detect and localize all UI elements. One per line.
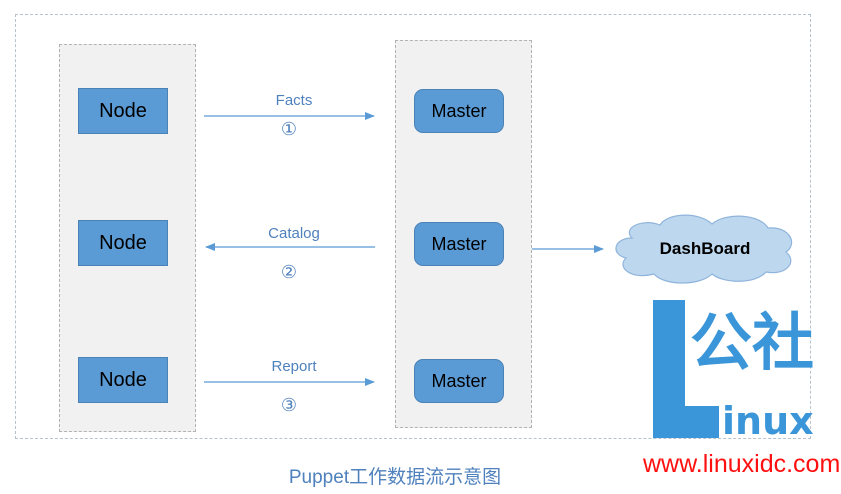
step-3-number: ③: [280, 395, 298, 416]
report-label: Report: [271, 358, 317, 375]
watermark-chinese: 公社: [690, 306, 815, 379]
node-box-1: Node: [78, 88, 168, 134]
node-box-3: Node: [78, 357, 168, 403]
catalog-label: Catalog: [268, 225, 320, 242]
watermark-suffix: inux: [722, 399, 814, 443]
node-box-2: Node: [78, 220, 168, 266]
master-box-2: Master: [414, 222, 504, 266]
dashboard-cloud: [615, 214, 792, 284]
step-2-number: ②: [280, 262, 298, 283]
master-box-3: Master: [414, 359, 504, 403]
watermark-url: www.linuxidc.com: [643, 450, 841, 478]
facts-label: Facts: [275, 92, 313, 109]
diagram-frame: [15, 14, 811, 439]
master-box-1: Master: [414, 89, 504, 133]
watermark-logo-letter-foot: [653, 406, 719, 438]
step-1-number: ①: [280, 119, 298, 140]
dashboard-label: DashBoard: [659, 239, 751, 258]
diagram-caption: Puppet工作数据流示意图: [288, 467, 502, 488]
